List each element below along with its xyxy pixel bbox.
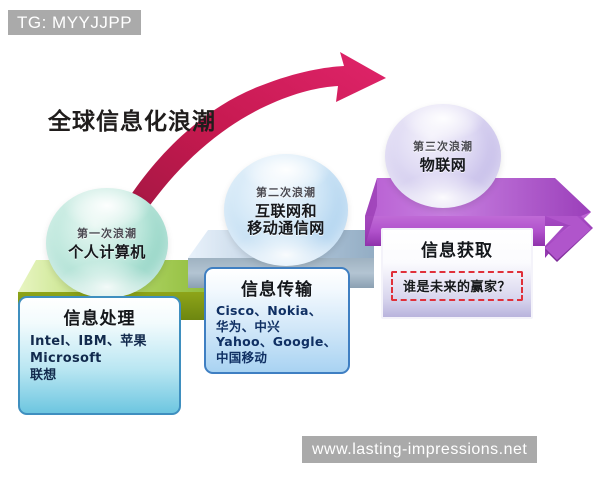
info-panel-3-title: 信息获取 bbox=[421, 241, 493, 261]
panel-1-line-2: Microsoft bbox=[30, 350, 102, 366]
info-panel-1-companies: Intel、IBM、苹果 Microsoft 联想 bbox=[30, 334, 169, 385]
wave-sphere-3-subtitle: 第三次浪潮 bbox=[413, 140, 473, 154]
page-title: 全球信息化浪潮 bbox=[48, 109, 216, 135]
wave-sphere-2: 第二次浪潮 互联网和移动通信网 bbox=[224, 154, 348, 266]
info-panel-3: 信息获取 谁是未来的赢家？ bbox=[381, 228, 533, 319]
watermark-bottom: www.lasting-impressions.net bbox=[302, 436, 538, 463]
wave-sphere-3: 第三次浪潮 物联网 bbox=[385, 104, 501, 208]
wave-sphere-2-subtitle: 第二次浪潮 bbox=[256, 185, 316, 199]
info-panel-2-title: 信息传输 bbox=[241, 280, 313, 300]
panel-2-line-4: 中国移动 bbox=[216, 349, 268, 365]
info-panel-1-title: 信息处理 bbox=[63, 309, 136, 329]
panel-1-line-1: Intel、IBM、苹果 bbox=[30, 334, 147, 349]
wave-sphere-1: 第一次浪潮 个人计算机 bbox=[46, 188, 168, 298]
question-callout: 谁是未来的赢家？ bbox=[391, 271, 523, 301]
info-panel-2: 信息传输 Cisco、Nokia、 华为、中兴 Yahoo、Google、 中国… bbox=[204, 267, 350, 374]
info-panel-1: 信息处理 Intel、IBM、苹果 Microsoft 联想 bbox=[18, 296, 181, 415]
question-callout-text: 谁是未来的赢家？ bbox=[402, 280, 511, 295]
panel-2-line-1: Cisco、Nokia、 bbox=[216, 303, 322, 318]
wave-sphere-1-title: 个人计算机 bbox=[68, 243, 146, 262]
info-panel-2-companies: Cisco、Nokia、 华为、中兴 Yahoo、Google、 中国移动 bbox=[216, 303, 338, 366]
watermark-top: TG: MYYJJPP bbox=[8, 10, 142, 35]
panel-2-line-2: 华为、中兴 bbox=[216, 318, 281, 334]
panel-2-line-3: Yahoo、Google、 bbox=[216, 334, 337, 350]
wave-sphere-1-subtitle: 第一次浪潮 bbox=[77, 227, 137, 241]
wave-sphere-3-title: 物联网 bbox=[419, 156, 467, 175]
wave-sphere-2-title: 互联网和移动通信网 bbox=[247, 201, 325, 237]
panel-1-line-3: 联想 bbox=[30, 367, 57, 383]
